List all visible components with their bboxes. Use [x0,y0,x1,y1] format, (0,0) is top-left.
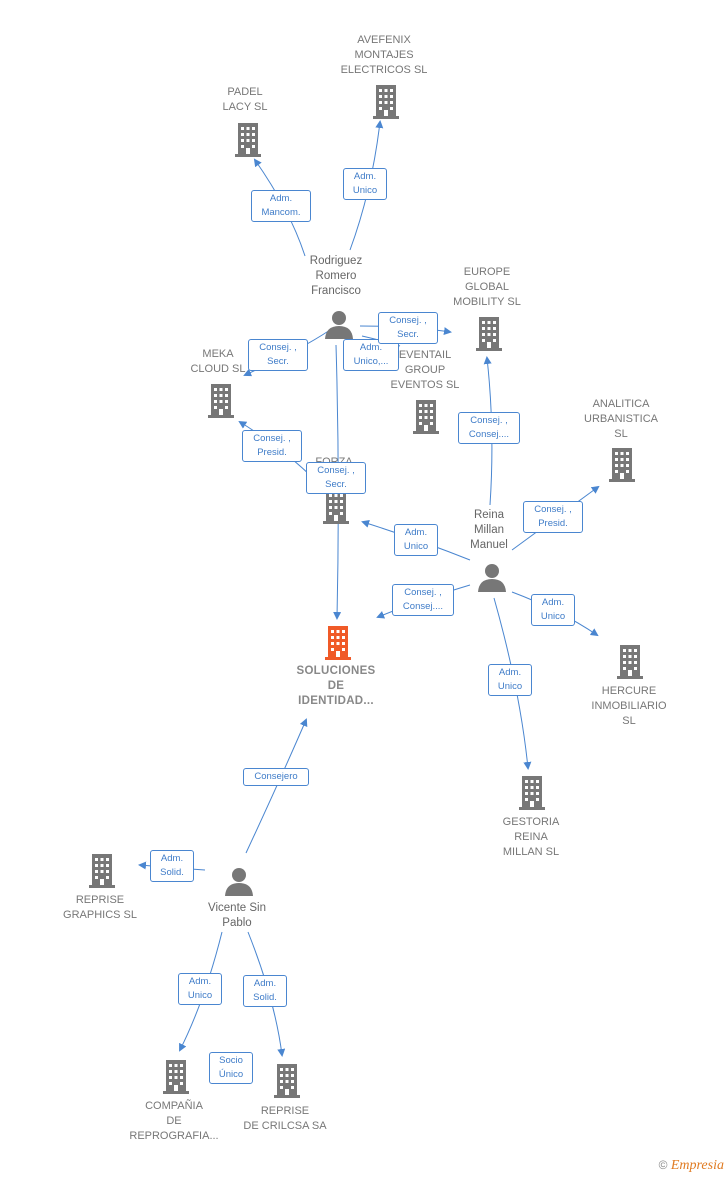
building-icon-meka [208,384,234,418]
building-icon-gestoria [519,776,545,810]
relation-adm-unico-eventail[interactable]: Adm.Unico,... [343,339,399,371]
relation-adm-unico-forza[interactable]: Adm.Unico [394,524,438,556]
building-icon-eventail [413,400,439,434]
brand-footer[interactable]: © Empresia [659,1158,724,1174]
relation-adm-unico-compania[interactable]: Adm.Unico [178,973,222,1005]
building-icon-hercure [617,645,643,679]
relation-consej-secr-europe[interactable]: Consej. ,Secr. [378,312,438,344]
person-icon-reina [478,564,506,592]
relation-adm-solid-crilcsa[interactable]: Adm.Solid. [243,975,287,1007]
brand-logo-text: Empresia [670,1158,724,1173]
relation-consej-secr-meka[interactable]: Consej. ,Secr. [248,339,308,371]
building-icon-analitica [609,448,635,482]
copyright-symbol: © [658,1158,668,1172]
building-icon-reprise-graphics [89,854,115,888]
relation-consej-presid-analitica[interactable]: Consej. ,Presid. [523,501,583,533]
relation-consejero[interactable]: Consejero [243,768,309,786]
relation-consej-secr-forza[interactable]: Consej. ,Secr. [306,462,366,494]
building-icon-europe [476,317,502,351]
building-icon-avefenix [373,85,399,119]
person-icon-vicente [225,868,253,896]
relation-adm-solid-reprise-graphics[interactable]: Adm.Solid. [150,850,194,882]
relation-consej-presid-meka[interactable]: Consej. ,Presid. [242,430,302,462]
relation-adm-unico-avefenix[interactable]: Adm.Unico [343,168,387,200]
relation-consej-consej-europe[interactable]: Consej. ,Consej.... [458,412,520,444]
building-icon-compania [163,1060,189,1094]
edge-vicente-soluciones [245,718,308,854]
building-icon-crilcsa [274,1064,300,1098]
relation-adm-mancom[interactable]: Adm.Mancom. [251,190,311,222]
relation-adm-unico-hercure[interactable]: Adm.Unico [531,594,575,626]
relation-adm-unico-gestoria[interactable]: Adm.Unico [488,664,532,696]
building-icon-padel [235,123,261,157]
person-icon-rodriguez [325,311,353,339]
building-icon-soluciones [325,626,351,660]
relation-consej-consej-soluciones[interactable]: Consej. ,Consej.... [392,584,454,616]
